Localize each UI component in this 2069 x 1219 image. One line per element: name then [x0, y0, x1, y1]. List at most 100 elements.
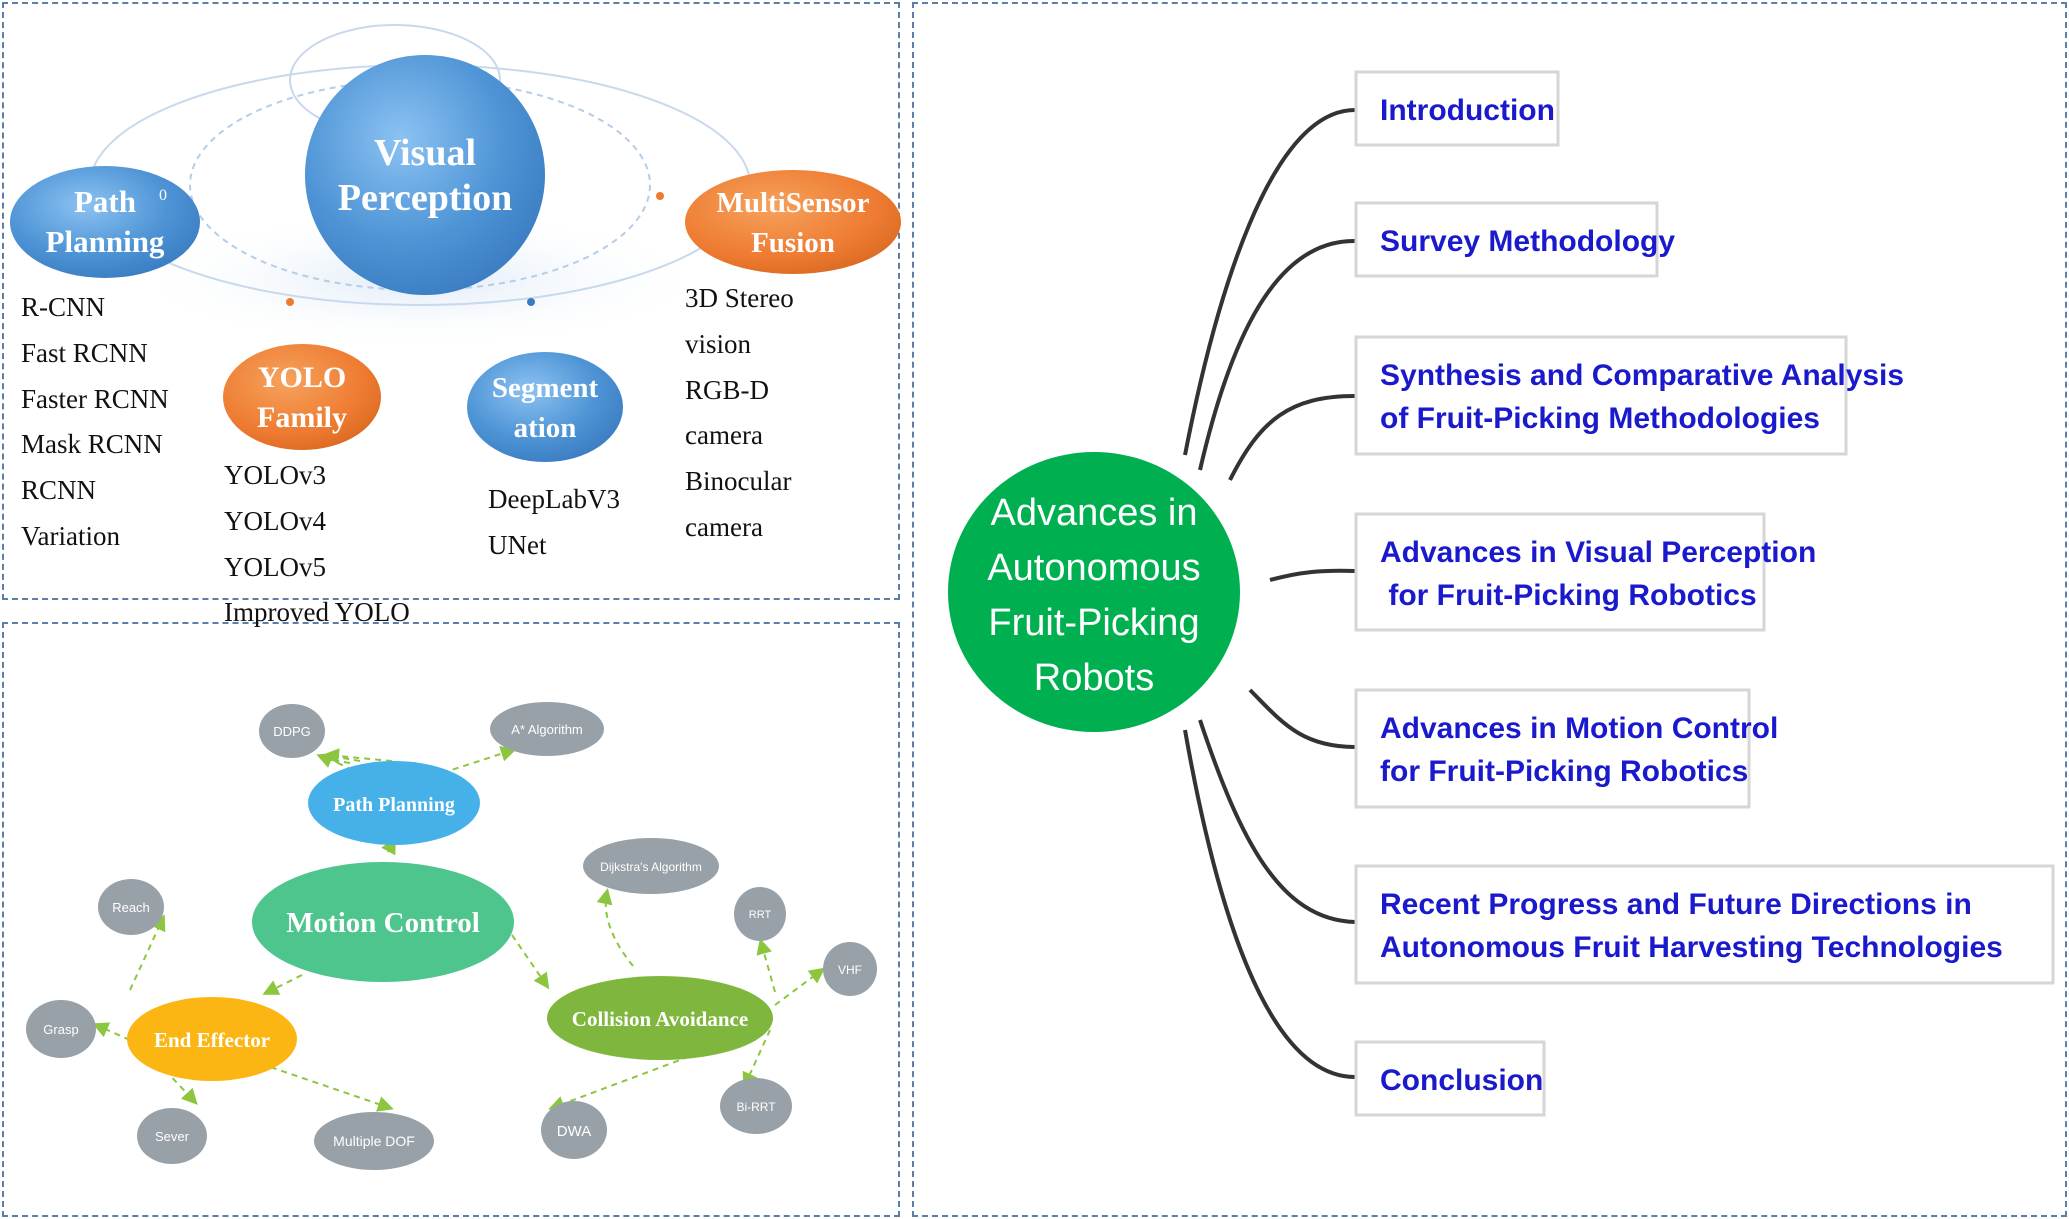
connector-line — [1183, 108, 1356, 456]
item-label: for Fruit-Picking Robotics — [1380, 579, 1757, 612]
sensor-item: RGB-D — [685, 375, 769, 405]
leaf-grasp: Grasp — [26, 1000, 96, 1058]
leaf-rrt-label: RRT — [749, 909, 772, 921]
connector-line — [1269, 568, 1356, 582]
center-line: Autonomous — [987, 547, 1200, 589]
segmentation-item: DeepLabV3 — [488, 484, 620, 514]
connector-arrow — [548, 1044, 721, 1112]
leaf-birrt: Bi-RRT — [720, 1078, 792, 1134]
yolo-label-2: Family — [257, 401, 347, 434]
leaf-ddpg: DDPG — [259, 704, 325, 758]
segmentation-label-1: Segment — [492, 372, 599, 404]
sensor-item: camera — [685, 420, 763, 450]
visual-perception-title-1: Visual — [374, 132, 476, 174]
yolo-family-node: YOLO Family — [223, 344, 381, 450]
leaf-dijkstra: Dijkstra's Algorithm — [583, 838, 719, 894]
yolo-item: Improved YOLO — [224, 597, 410, 627]
mindmap-item-introduction[interactable]: Introduction — [1354, 70, 1560, 147]
leaf-birrt-label: Bi-RRT — [736, 1100, 776, 1114]
sensor-item: 3D Stereo — [685, 283, 794, 313]
center-line: Fruit-Picking — [988, 602, 1199, 644]
multisensor-label-1: MultiSensor — [716, 187, 869, 219]
leaf-rrt: RRT — [734, 887, 786, 941]
item-label: of Fruit-Picking Methodologies — [1380, 402, 1820, 435]
item-label: for Fruit-Picking Robotics — [1380, 755, 1748, 788]
mindmap-center: Advances in Autonomous Fruit-Picking Rob… — [948, 452, 1240, 732]
mindmap-item-survey-methodology[interactable]: Survey Methodology — [1354, 201, 1675, 278]
orbit-dot — [527, 298, 535, 306]
mindmap-connectors — [1183, 108, 1356, 1079]
leaf-sever: Sever — [137, 1108, 207, 1164]
visual-perception-panel — [2, 2, 900, 600]
mindmap-item-visual-perception[interactable]: Advances in Visual Perception for Fruit-… — [1354, 512, 1816, 632]
yolo-item: YOLOv4 — [224, 506, 326, 536]
rcnn-item: RCNN — [21, 475, 96, 505]
leaf-reach: Reach — [98, 879, 164, 935]
sensor-item: camera — [685, 512, 763, 542]
orbit-dot — [656, 192, 664, 200]
collision-avoidance-branch: Collision Avoidance — [547, 976, 773, 1060]
sensor-item: vision — [685, 329, 752, 359]
connector-line — [1248, 688, 1356, 749]
connector-arrow — [381, 837, 396, 856]
item-label: Autonomous Fruit Harvesting Technologies — [1380, 931, 2003, 964]
visual-perception-diagram: Visual Perception Path Planning 0 MultiS… — [10, 24, 901, 627]
connector-arrow — [129, 914, 166, 991]
leaf-astar-label: A* Algorithm — [511, 722, 583, 737]
leaf-multidof-label: Multiple DOF — [333, 1133, 415, 1149]
connector-line — [1228, 394, 1356, 481]
multisensor-fusion-node: MultiSensor Fusion — [685, 170, 901, 274]
item-label: Survey Methodology — [1380, 225, 1675, 258]
mindmap-item-synthesis[interactable]: Synthesis and Comparative Analysis of Fr… — [1354, 335, 1904, 456]
connector-arrow — [756, 938, 776, 993]
end-effector-label: End Effector — [154, 1028, 270, 1052]
path-planning-branch: Path Planning — [308, 761, 480, 845]
connector-line — [324, 754, 361, 762]
segmentation-node: Segment ation — [467, 352, 623, 462]
motion-control-diagram: DDPG A* Algorithm Path Planning Dijkstra… — [26, 702, 877, 1170]
visual-perception-node: Visual Perception — [305, 55, 545, 295]
mindmap-item-motion-control[interactable]: Advances in Motion Control for Fruit-Pic… — [1354, 688, 1778, 809]
item-label: Introduction — [1380, 94, 1555, 127]
orbit-dot — [286, 298, 294, 306]
segmentation-list: DeepLabV3 UNet — [488, 484, 620, 560]
connector-arrow — [316, 753, 351, 768]
leaf-vhf-label: VHF — [838, 963, 862, 977]
mindmap-item-recent-progress[interactable]: Recent Progress and Future Directions in… — [1354, 864, 2055, 985]
connector-line — [1183, 729, 1356, 1079]
leaf-sever-label: Sever — [155, 1129, 190, 1144]
center-line: Robots — [1034, 657, 1154, 699]
connector-arrow — [92, 1022, 131, 1041]
leaf-ddpg-label: DDPG — [273, 724, 311, 739]
connector-arrow — [164, 1069, 198, 1105]
mindmap-item-conclusion[interactable]: Conclusion — [1354, 1040, 1546, 1117]
center-line: Advances in — [990, 492, 1197, 534]
item-label: Recent Progress and Future Directions in — [1380, 888, 1972, 921]
connector-line — [1198, 238, 1356, 471]
path-planning-branch-label: Path Planning — [333, 794, 455, 816]
segmentation-item: UNet — [488, 530, 547, 560]
leaf-dwa: DWA — [541, 1101, 607, 1159]
item-label: Conclusion — [1380, 1064, 1543, 1097]
rcnn-item: Fast RCNN — [21, 338, 148, 368]
mindmap: Advances in Autonomous Fruit-Picking Rob… — [948, 70, 2055, 1117]
sensor-item: Binocular — [685, 466, 791, 496]
leaf-dijkstra-label: Dijkstra's Algorithm — [600, 860, 702, 874]
yolo-label-1: YOLO — [258, 361, 346, 394]
path-planning-label-1: Path — [74, 184, 136, 219]
motion-control-panel — [2, 622, 900, 1217]
rcnn-item: Variation — [21, 521, 120, 551]
path-planning-label-2: Planning — [46, 224, 165, 259]
sensor-list: 3D Stereo vision RGB-D camera Binocular … — [685, 283, 794, 542]
item-label: Synthesis and Comparative Analysis — [1380, 359, 1904, 392]
rcnn-list: R-CNN Fast RCNN Faster RCNN Mask RCNN RC… — [21, 292, 169, 551]
multisensor-label-2: Fusion — [751, 227, 835, 259]
end-effector-branch: End Effector — [127, 997, 297, 1081]
connector-arrow — [596, 888, 634, 967]
item-label: Advances in Motion Control — [1380, 712, 1778, 745]
leaf-vhf: VHF — [823, 942, 877, 996]
connector-line — [1198, 719, 1356, 924]
rcnn-item: Mask RCNN — [21, 429, 163, 459]
rcnn-item: Faster RCNN — [21, 384, 169, 414]
